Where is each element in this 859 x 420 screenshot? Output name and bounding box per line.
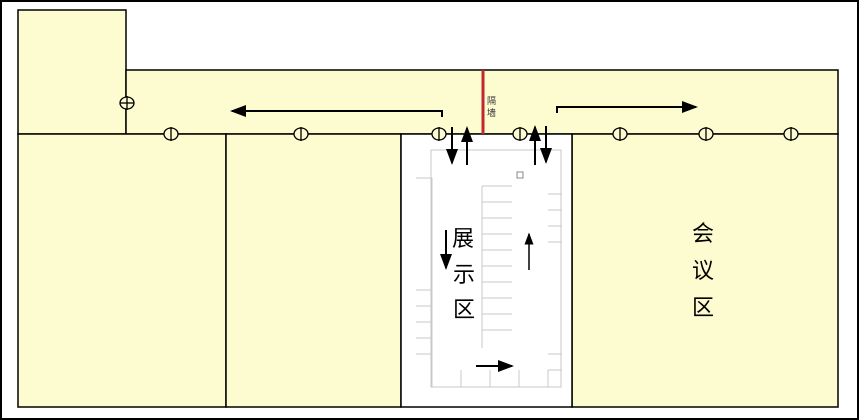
flow-arrow-icon	[230, 105, 443, 117]
door-symbol-icon	[612, 127, 628, 141]
display-area-room	[400, 133, 573, 408]
left-room-1	[17, 133, 227, 408]
display-grid	[416, 149, 562, 388]
meeting-area-char-2: 议	[692, 259, 715, 284]
display-area-char-2: 示	[453, 263, 476, 288]
meeting-area-char-3: 区	[692, 296, 715, 321]
partition-label: 隔墙	[487, 97, 497, 119]
door-symbol-icon	[163, 127, 179, 141]
left-room-2	[225, 133, 402, 408]
door-symbol-icon	[698, 127, 714, 141]
flow-arrow-icon	[556, 101, 698, 113]
door-symbol-icon	[431, 127, 447, 141]
door-symbol-icon	[783, 127, 799, 141]
door-symbol-icon	[293, 127, 309, 141]
top-left-room	[17, 9, 127, 135]
display-area-char-1: 展	[452, 227, 475, 252]
meeting-area-char-1: 会	[692, 222, 715, 247]
display-area-char-3: 区	[453, 298, 476, 323]
door-symbol-icon	[119, 96, 135, 110]
door-symbol-icon	[512, 127, 528, 141]
